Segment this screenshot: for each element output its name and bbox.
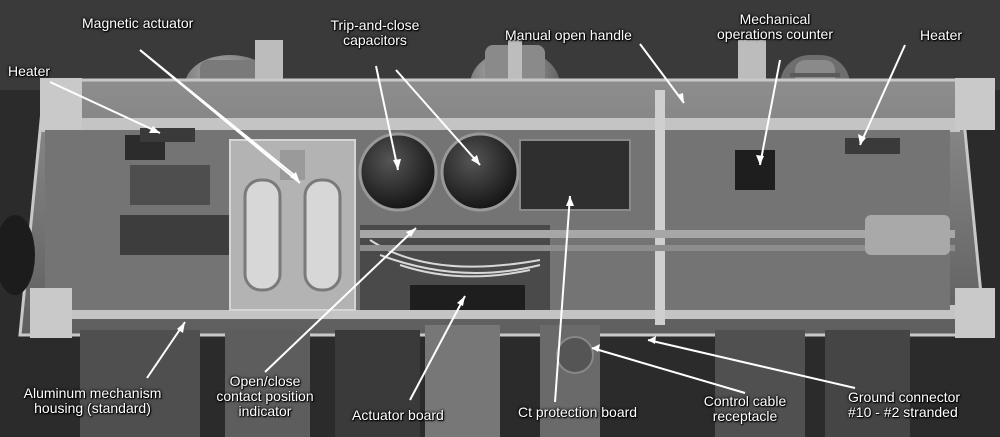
drive-rod-2: [360, 245, 955, 251]
drive-rod-1: [360, 230, 955, 238]
mount-bracket-right: [738, 40, 766, 80]
label-ground-connector: Ground connector #10 - #2 stranded: [848, 389, 961, 420]
label-ct-protection-board: Ct protection board: [518, 404, 638, 420]
magnetic-actuator: [229, 139, 356, 311]
leader-lines: [49, 43, 906, 403]
label-magnetic-actuator: Magnetic actuator: [82, 15, 194, 31]
corner-plate-bottom-right: [955, 288, 995, 338]
heater-left-shape: [140, 128, 195, 142]
operations-counter-shape: [735, 150, 775, 190]
heater-right-shape: [845, 138, 900, 154]
trip-close-capacitors: [358, 132, 520, 212]
label-actuator-board: Actuator board: [352, 407, 444, 423]
label-aluminum-mechanism-housing: Aluminum mechanism housing (standard): [23, 385, 162, 416]
corner-plate-top-left: [40, 78, 82, 130]
corner-plate-bottom-left: [30, 288, 72, 338]
ct-board-shape: [519, 139, 631, 211]
control-cable-receptacle-shape: [556, 336, 594, 374]
label-open-close-indicator: Open/close contact position indicator: [216, 373, 314, 419]
label-manual-open-handle: Manual open handle: [505, 27, 632, 43]
mount-bracket-left: [255, 40, 283, 80]
label-mechanical-operations-counter: Mechanical operations counter: [717, 11, 833, 42]
actuator-board-shape: [410, 285, 525, 310]
label-heater-left: Heater: [8, 63, 51, 79]
corner-plate-top-right: [955, 78, 995, 130]
label-trip-close-capacitors: Trip-and-close capacitors: [330, 17, 420, 48]
manual-handle-shaft: [655, 90, 665, 325]
lower-blocks: [80, 325, 910, 437]
rod-cylinder: [865, 215, 950, 255]
leader-arrowheads: [149, 93, 866, 352]
label-heater-right: Heater: [920, 27, 963, 43]
label-control-cable-receptacle: Control cable receptacle: [703, 393, 787, 424]
